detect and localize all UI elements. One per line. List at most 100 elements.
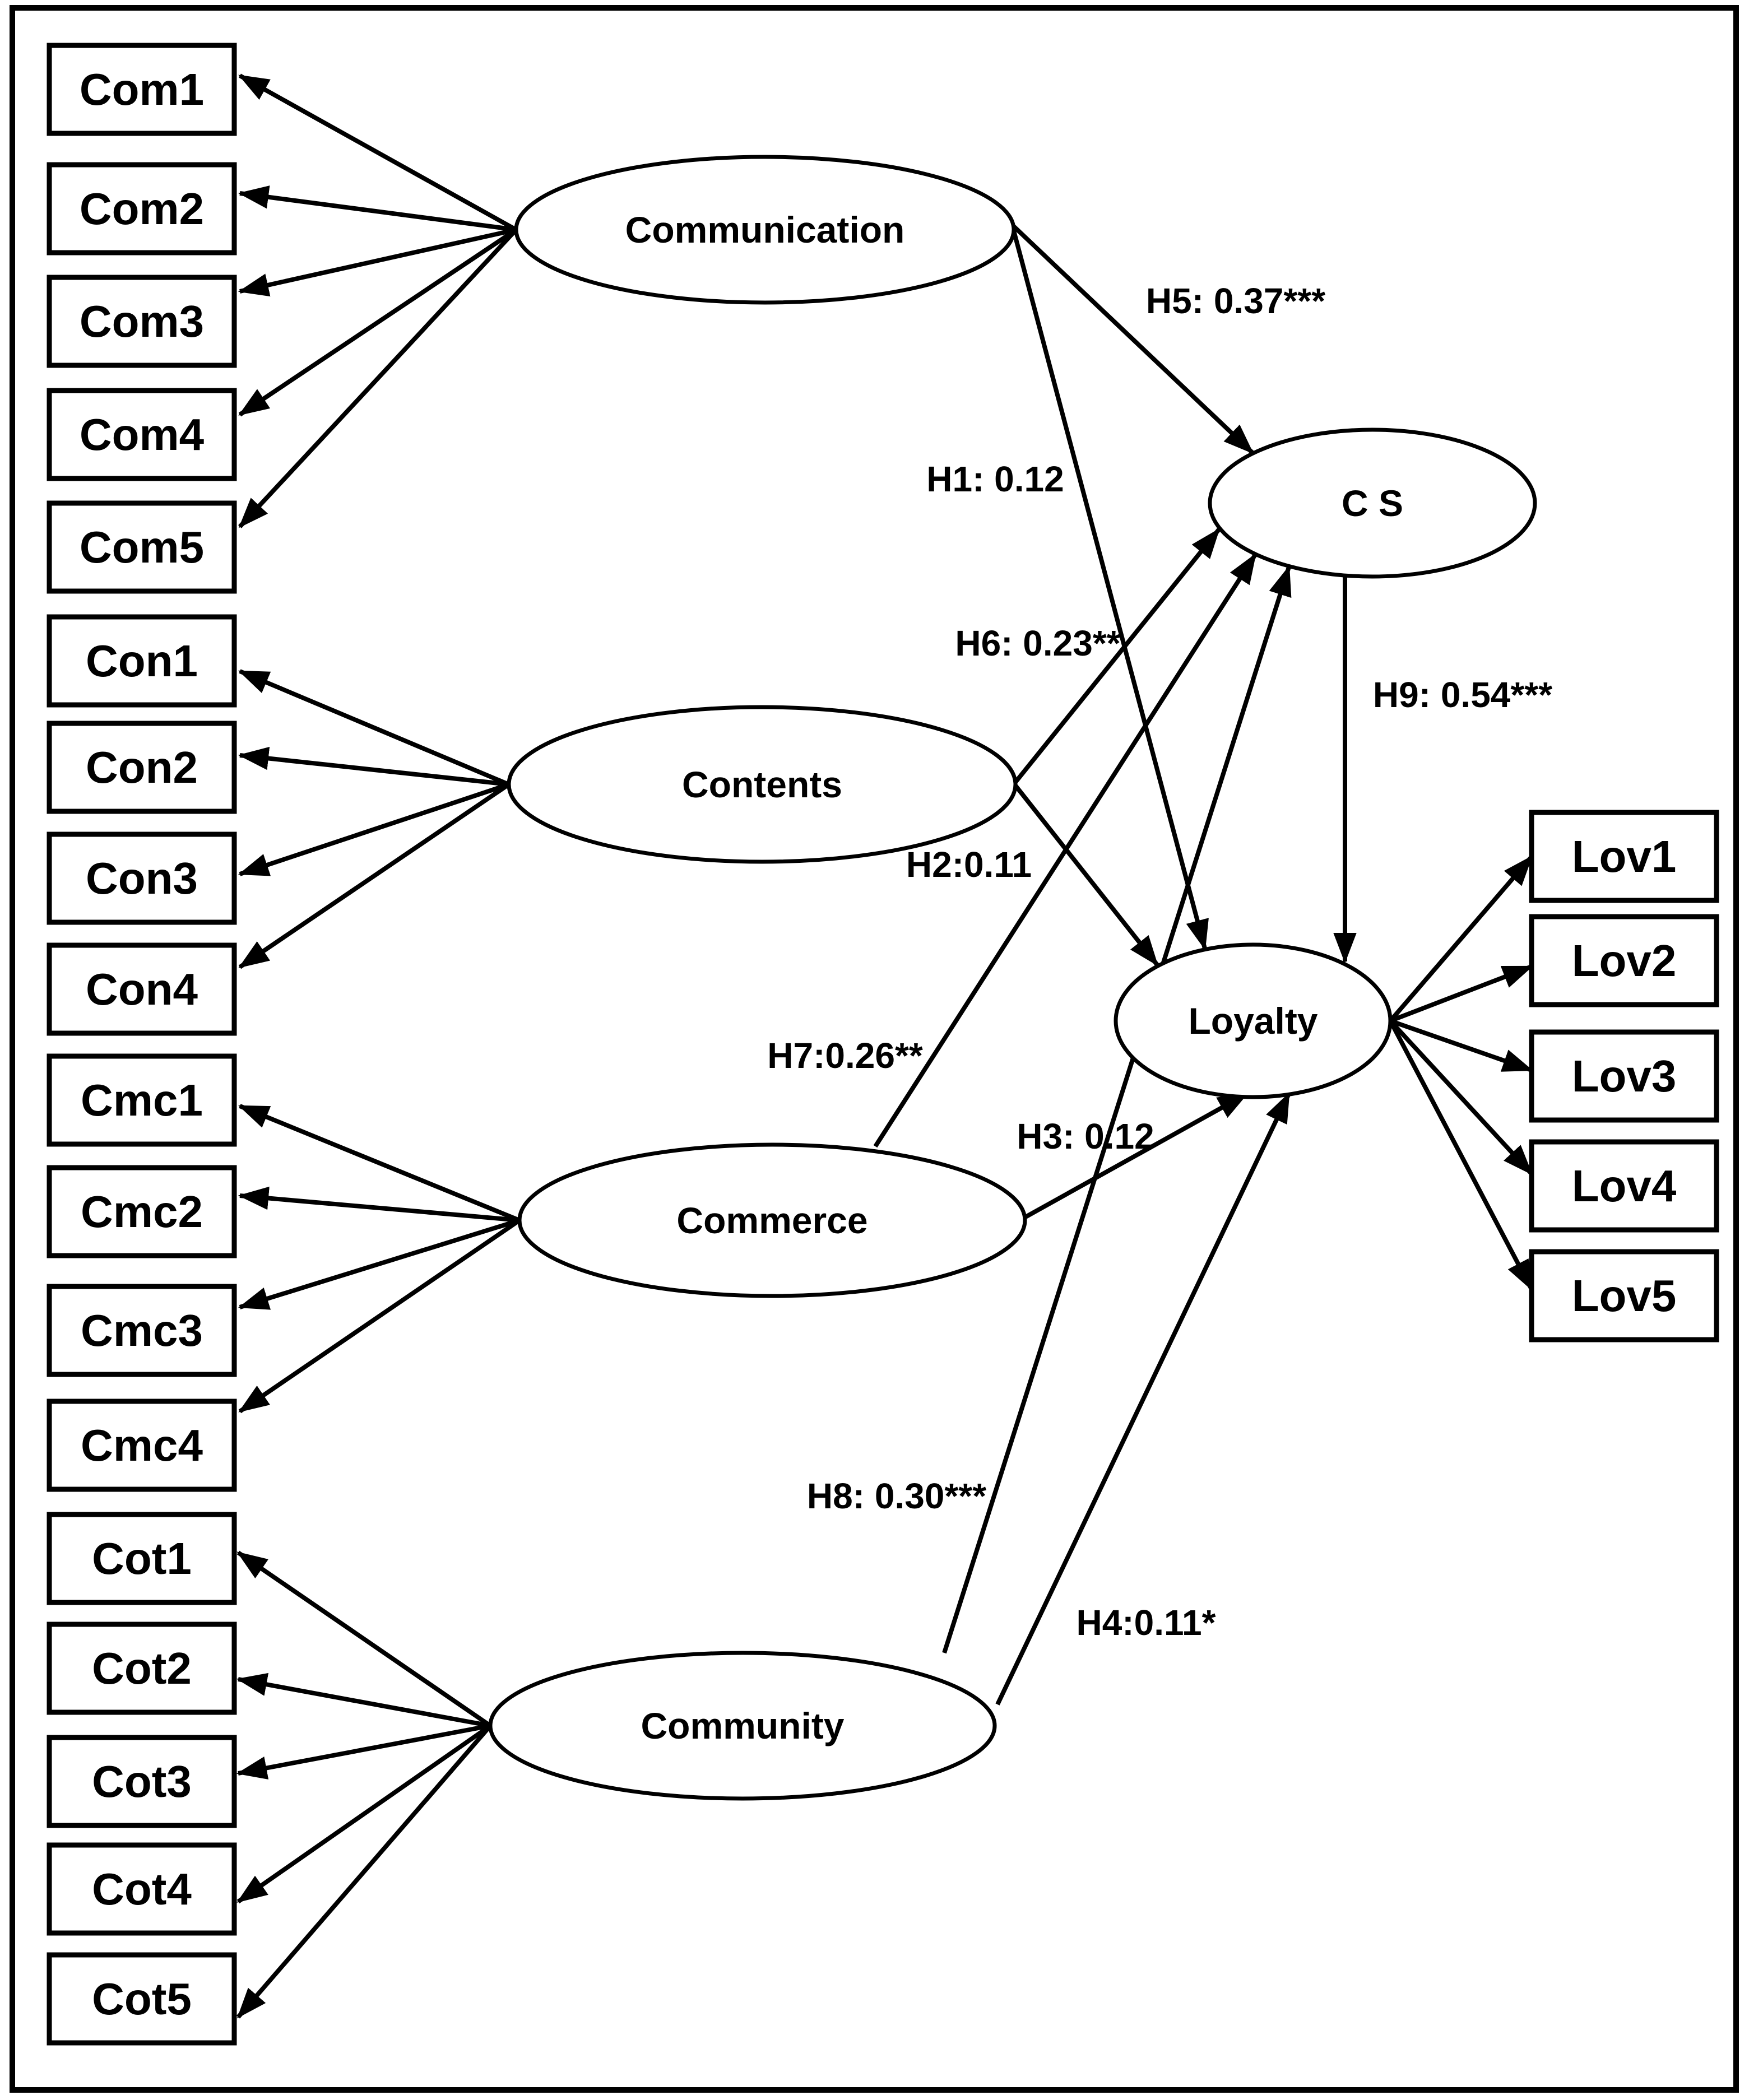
measurement-arrow xyxy=(238,185,517,232)
indicator-con3: Con3 xyxy=(47,831,237,925)
indicator-label: Cot1 xyxy=(92,1534,192,1583)
measurement-arrow xyxy=(1388,1020,1534,1291)
indicator-com4: Com4 xyxy=(47,388,237,481)
latent-commerce: Commerce xyxy=(517,1142,1027,1298)
path-label-h9: H9: 0.54*** xyxy=(1373,675,1552,715)
path-label-h6: H6: 0.23** xyxy=(955,623,1120,663)
indicator-cot4: Cot4 xyxy=(47,1842,237,1936)
measurement-arrow xyxy=(1389,1019,1534,1072)
measurement-arrow xyxy=(236,1550,492,1728)
indicator-lov2: Lov2 xyxy=(1529,914,1719,1007)
indicator-label: Cot2 xyxy=(92,1643,192,1693)
indicator-label: Cot4 xyxy=(92,1864,192,1914)
indicator-box xyxy=(1529,1029,1719,1123)
indicator-cmc4: Cmc4 xyxy=(47,1399,237,1492)
latent-ellipse xyxy=(1208,428,1537,579)
indicator-box xyxy=(47,1165,237,1258)
measurement-arrow xyxy=(238,1104,521,1223)
indicator-label: Com4 xyxy=(80,410,205,459)
latent-label: C S xyxy=(1342,482,1403,524)
path-label-h5: H5: 0.37*** xyxy=(1146,281,1325,321)
indicator-box xyxy=(47,388,237,481)
measurement-arrow xyxy=(238,782,511,969)
measurement-arrow xyxy=(238,73,517,232)
measurement-arrow xyxy=(238,227,517,297)
latent-label: Commerce xyxy=(676,1200,867,1241)
indicator-box xyxy=(47,1053,237,1147)
indicator-label: Com2 xyxy=(80,184,204,234)
indicator-com3: Com3 xyxy=(47,275,237,368)
indicator-com2: Com2 xyxy=(47,162,237,255)
indicator-cmc2: Cmc2 xyxy=(47,1165,237,1258)
indicator-label: Cmc1 xyxy=(81,1075,203,1125)
path-arrow-h2 xyxy=(1013,784,1159,967)
path-arrow-h8 xyxy=(942,565,1292,1654)
measurement-arrow xyxy=(238,669,510,787)
indicator-label: Lov2 xyxy=(1572,936,1677,986)
measurement-arrow xyxy=(1388,855,1534,1023)
indicator-box xyxy=(47,43,237,136)
indicator-label: Con3 xyxy=(86,853,198,903)
indicator-label: Com3 xyxy=(80,296,204,346)
latent-loyalty: Loyalty xyxy=(1114,942,1393,1099)
measurement-arrow xyxy=(236,1723,492,1904)
indicator-con1: Con1 xyxy=(47,614,237,708)
latent-ellipse xyxy=(517,1142,1027,1298)
measurement-arrow xyxy=(236,1672,491,1728)
path-arrow-h4 xyxy=(995,1092,1291,1706)
path-arrow-h7 xyxy=(873,553,1258,1148)
indicator-cot3: Cot3 xyxy=(47,1735,237,1828)
indicator-label: Cmc3 xyxy=(81,1305,203,1355)
indicator-cot5: Cot5 xyxy=(47,1952,237,2046)
latent-ellipse xyxy=(488,1651,997,1801)
path-arrow-h1 xyxy=(1012,230,1209,951)
latent-label: Loyalty xyxy=(1188,1000,1317,1042)
measurement-arrow xyxy=(236,1723,491,1780)
indicator-com1: Com1 xyxy=(47,43,237,136)
measurement-arrow xyxy=(238,1218,521,1310)
indicator-cot2: Cot2 xyxy=(47,1622,237,1715)
measurement-arrow xyxy=(238,1218,521,1414)
measurement-arrow xyxy=(238,228,518,528)
path-label-h8: H8: 0.30*** xyxy=(807,1476,986,1516)
indicator-box xyxy=(47,1842,237,1936)
indicator-box xyxy=(1529,1249,1719,1342)
indicator-lov3: Lov3 xyxy=(1529,1029,1719,1123)
indicator-box xyxy=(47,1399,237,1492)
indicator-label: Con4 xyxy=(86,964,198,1014)
indicator-box xyxy=(47,1512,237,1605)
indicator-box xyxy=(47,275,237,368)
indicator-box xyxy=(47,614,237,708)
indicator-label: Lov5 xyxy=(1572,1271,1677,1321)
indicator-label: Lov4 xyxy=(1572,1161,1677,1211)
path-arrow-h5 xyxy=(1012,225,1254,454)
measurement-arrow xyxy=(238,227,518,417)
indicator-lov4: Lov4 xyxy=(1529,1139,1719,1233)
indicator-cmc1: Cmc1 xyxy=(47,1053,237,1147)
latent-ellipse xyxy=(1114,942,1393,1099)
latent-community: Community xyxy=(488,1651,997,1801)
indicator-con4: Con4 xyxy=(47,942,237,1036)
indicator-label: Com1 xyxy=(80,64,204,114)
latent-ellipse xyxy=(507,705,1018,864)
indicator-box xyxy=(47,1622,237,1715)
indicator-label: Cot5 xyxy=(92,1974,192,2024)
measurement-arrow xyxy=(238,746,509,787)
indicator-lov5: Lov5 xyxy=(1529,1249,1719,1342)
latent-communication: Communication xyxy=(514,155,1016,305)
indicator-label: Con2 xyxy=(86,742,198,792)
path-label-h3: H3: 0.12 xyxy=(1017,1116,1154,1156)
latent-label: Contents xyxy=(682,764,842,805)
indicator-cmc3: Cmc3 xyxy=(47,1284,237,1377)
indicator-label: Con1 xyxy=(86,636,198,686)
indicator-label: Cmc4 xyxy=(81,1420,203,1470)
latent-contents: Contents xyxy=(507,705,1018,864)
indicator-label: Com5 xyxy=(80,522,204,572)
indicator-box xyxy=(1529,810,1719,903)
indicator-con2: Con2 xyxy=(47,721,237,814)
indicator-box xyxy=(47,831,237,925)
indicator-box xyxy=(47,942,237,1036)
outer-border xyxy=(10,5,1739,2093)
